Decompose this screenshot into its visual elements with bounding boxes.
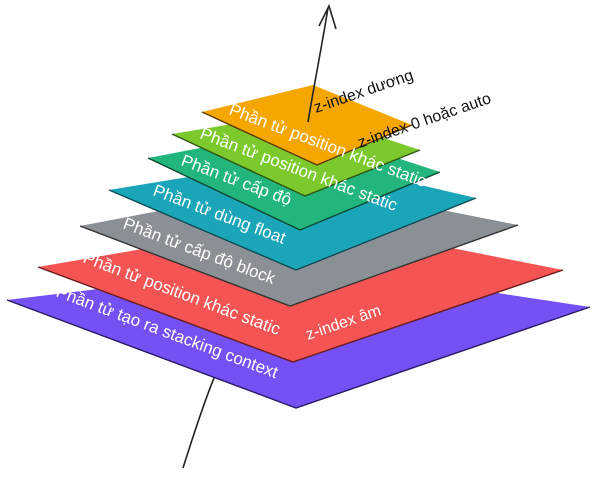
layer-edge	[171, 133, 421, 197]
layer-shape	[202, 85, 412, 165]
layer-edge	[37, 266, 564, 363]
axis-line-upper	[307, 7, 329, 123]
layer-edge	[147, 157, 441, 231]
layer-edge	[79, 224, 519, 307]
axis-arrowhead-icon	[318, 3, 337, 30]
axis-line-lower	[182, 377, 215, 469]
layer-edge	[6, 299, 591, 409]
layer-edge	[201, 111, 413, 166]
layer-edge	[108, 189, 477, 271]
